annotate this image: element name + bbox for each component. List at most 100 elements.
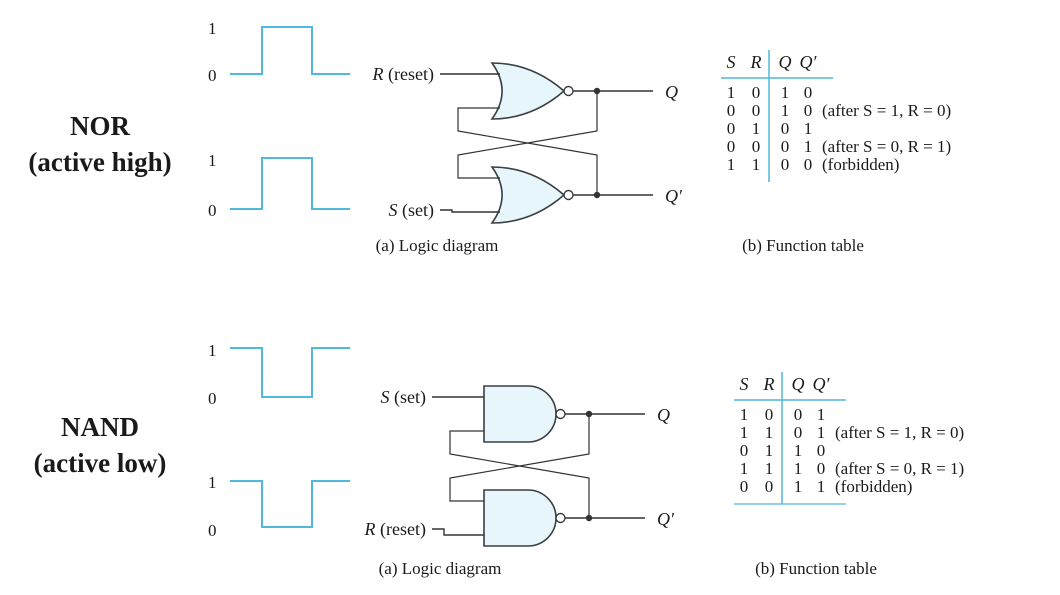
nor-table-cell: 1 bbox=[727, 155, 736, 174]
nor-table-cell: 0 bbox=[781, 155, 790, 174]
nor-inversion-bubble-1 bbox=[563, 85, 574, 97]
nor-input-bottom-label: S (set) bbox=[389, 200, 434, 221]
nor-level-0-bottom: 0 bbox=[208, 201, 217, 220]
nand-table-caption: (b) Function table bbox=[755, 559, 877, 578]
nand-table-cell: 0 bbox=[740, 441, 749, 460]
nand-table-cell: 1 bbox=[794, 459, 803, 478]
nor-junction-qn bbox=[593, 191, 601, 199]
nand-table-cell: 1 bbox=[765, 423, 774, 442]
nand-table-cell: 1 bbox=[765, 441, 774, 460]
nand-level-1-bottom: 1 bbox=[208, 473, 217, 492]
nor-input-bottom-label-text: (set) bbox=[398, 200, 434, 221]
nor-table-header-q: Q bbox=[779, 52, 792, 72]
nor-subtitle: (active high) bbox=[28, 147, 172, 177]
nand-waveform-top bbox=[230, 347, 350, 398]
nand-table-header-s: S bbox=[740, 374, 749, 394]
nand-inversion-bubble-1 bbox=[555, 408, 566, 420]
nand-table-cell: 1 bbox=[817, 477, 826, 496]
nand-table-header-q: Q bbox=[792, 374, 805, 394]
nor-table-cell: 1 bbox=[752, 155, 761, 174]
nand-label: NAND (active low) bbox=[10, 409, 190, 481]
nor-waveform-bottom bbox=[230, 157, 350, 210]
nand-table-note: (forbidden) bbox=[835, 477, 912, 496]
nand-input-top-label-text: (set) bbox=[390, 387, 426, 408]
nand-subtitle: (active low) bbox=[33, 448, 167, 478]
nand-input-top-label-symbol: S bbox=[381, 387, 390, 407]
nor-level-0-top: 0 bbox=[208, 66, 217, 85]
nand-input-bottom-label: R (reset) bbox=[364, 519, 426, 540]
nor-title: NOR bbox=[70, 111, 130, 141]
nand-input-bottom-label-symbol: R bbox=[364, 519, 376, 539]
nor-table-note: (after S = 0, R = 1) bbox=[822, 137, 951, 156]
nand-table-cell: 0 bbox=[794, 423, 803, 442]
nand-table-cell: 1 bbox=[817, 423, 826, 442]
nand-table-note: (after S = 0, R = 1) bbox=[835, 459, 964, 478]
nand-nand-gate-2 bbox=[483, 489, 557, 547]
nand-table-header-qn: Q′ bbox=[813, 374, 831, 394]
nor-output-q-label: Q bbox=[665, 82, 678, 102]
nand-input-top-label: S (set) bbox=[381, 387, 426, 408]
nand-wire-feedback-qn bbox=[449, 430, 590, 518]
nand-level-0-top: 0 bbox=[208, 389, 217, 408]
nand-table-note: (after S = 1, R = 0) bbox=[835, 423, 964, 442]
nor-wire-bottom-input bbox=[440, 209, 500, 213]
nand-wire-feedback-q bbox=[449, 414, 590, 502]
nor-input-top-label: R (reset) bbox=[372, 64, 434, 85]
nor-table-cell: 1 bbox=[752, 119, 761, 138]
nor-label: NOR (active high) bbox=[10, 108, 190, 180]
nand-junction-q bbox=[585, 410, 593, 418]
nand-waveform-bottom bbox=[230, 480, 350, 528]
nand-table-cell: 0 bbox=[765, 405, 774, 424]
nor-level-1-top: 1 bbox=[208, 19, 217, 38]
nand-output-qn-label: Q′ bbox=[657, 509, 675, 529]
nand-level-0-bottom: 0 bbox=[208, 521, 217, 540]
nor-table-cell: 0 bbox=[752, 137, 761, 156]
nor-input-top-label-text: (reset) bbox=[384, 64, 434, 85]
nor-input-bottom-label-symbol: S bbox=[389, 200, 398, 220]
nand-nand-gate-1 bbox=[483, 385, 557, 443]
nor-wire-feedback-qn bbox=[457, 107, 598, 195]
nor-table-cell: 0 bbox=[752, 83, 761, 102]
nand-table-cell: 1 bbox=[794, 477, 803, 496]
nand-inversion-bubble-2 bbox=[555, 512, 566, 524]
nand-table-cell: 1 bbox=[740, 423, 749, 442]
nand-table-cell: 0 bbox=[817, 459, 826, 478]
nor-table-cell: 0 bbox=[804, 83, 813, 102]
nand-table-cell: 0 bbox=[740, 477, 749, 496]
nor-table-cell: 1 bbox=[727, 83, 736, 102]
nand-level-1-top: 1 bbox=[208, 341, 217, 360]
nor-inversion-bubble-2 bbox=[563, 189, 574, 201]
nor-table-cell: 0 bbox=[727, 137, 736, 156]
nand-table-cell: 1 bbox=[740, 405, 749, 424]
nand-wire-bottom-input bbox=[432, 528, 484, 536]
nand-output-q-label: Q bbox=[657, 405, 670, 425]
nor-table-header-s: S bbox=[727, 52, 736, 72]
nand-table-header-r: R bbox=[763, 374, 775, 394]
nand-table-cell: 1 bbox=[765, 459, 774, 478]
nor-nor-gate-2 bbox=[490, 166, 566, 224]
nor-table-cell: 1 bbox=[781, 83, 790, 102]
nor-table-cell: 0 bbox=[804, 101, 813, 120]
nor-table-header-r: R bbox=[750, 52, 762, 72]
nand-table-cell: 1 bbox=[740, 459, 749, 478]
nor-output-qn-label: Q′ bbox=[665, 186, 683, 206]
nand-table-cell: 0 bbox=[817, 441, 826, 460]
nor-table-cell: 1 bbox=[804, 137, 813, 156]
nand-diagram-caption: (a) Logic diagram bbox=[379, 559, 502, 578]
nor-table-cell: 1 bbox=[781, 101, 790, 120]
nor-table-cell: 0 bbox=[752, 101, 761, 120]
nor-table-header-qn: Q′ bbox=[800, 52, 818, 72]
nand-junction-qn bbox=[585, 514, 593, 522]
nor-table-caption: (b) Function table bbox=[742, 236, 864, 255]
nor-table-cell: 0 bbox=[781, 119, 790, 138]
nor-table-cell: 0 bbox=[781, 137, 790, 156]
nand-input-bottom-label-text: (reset) bbox=[376, 519, 426, 540]
nand-title: NAND bbox=[61, 412, 139, 442]
nand-table-cell: 0 bbox=[765, 477, 774, 496]
nor-junction-q bbox=[593, 87, 601, 95]
nor-diagram-caption: (a) Logic diagram bbox=[376, 236, 499, 255]
nor-nor-gate-1 bbox=[490, 62, 566, 120]
nor-wire-feedback-q bbox=[457, 91, 598, 179]
